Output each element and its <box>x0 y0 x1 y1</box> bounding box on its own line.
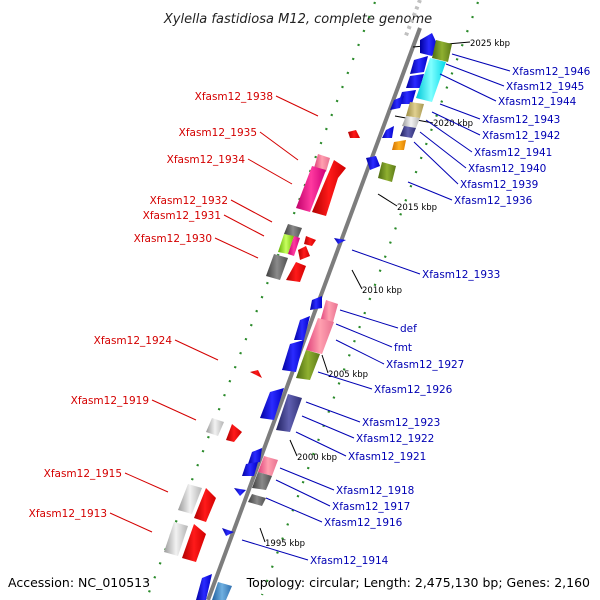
gene-feature <box>250 370 262 378</box>
scale-label: 2000 kbp <box>297 453 337 463</box>
gene-feature <box>312 160 346 216</box>
gene-feature <box>164 522 188 556</box>
gene-feature <box>178 484 202 514</box>
scale-label: 2020 kbp <box>433 119 473 129</box>
gene-label[interactable]: Xfasm12_1914 <box>310 555 389 567</box>
gene-feature <box>298 246 310 260</box>
gene-label[interactable]: Xfasm12_1939 <box>460 179 538 191</box>
gene-label[interactable]: Xfasm12_1943 <box>482 114 560 126</box>
gene-feature <box>306 318 334 354</box>
leader-lines-left <box>109 95 319 533</box>
gene-label[interactable]: def <box>400 323 417 335</box>
gene-label[interactable]: Xfasm12_1917 <box>332 501 410 513</box>
gene-features-reverse <box>196 33 452 600</box>
scale-label: 2005 kbp <box>328 370 368 380</box>
gene-feature <box>194 488 216 522</box>
gene-feature <box>406 102 424 118</box>
gene-feature <box>248 448 262 464</box>
gene-label[interactable]: Xfasm12_1923 <box>362 417 440 429</box>
gene-feature <box>410 56 428 74</box>
scale-label: 1995 kbp <box>265 539 305 549</box>
gene-label[interactable]: Xfasm12_1945 <box>506 81 584 93</box>
gene-feature <box>378 162 396 182</box>
gene-feature <box>400 126 416 138</box>
gene-label[interactable]: Xfasm12_1921 <box>348 451 426 463</box>
map-title: Xylella fastidiosa M12, complete genome <box>163 12 432 27</box>
gene-feature <box>234 488 246 496</box>
gene-feature <box>196 574 212 600</box>
gene-label[interactable]: Xfasm12_1936 <box>454 195 533 207</box>
gene-feature <box>288 236 300 256</box>
gene-label[interactable]: Xfasm12_1922 <box>356 433 434 445</box>
gene-feature <box>260 388 284 420</box>
gene-label[interactable]: Xfasm12_1934 <box>167 154 246 166</box>
gene-label[interactable]: Xfasm12_1941 <box>474 147 552 159</box>
gene-feature <box>402 116 420 128</box>
gene-feature <box>252 472 272 490</box>
gene-feature <box>242 462 258 476</box>
gene-feature <box>226 424 242 442</box>
gene-feature <box>334 238 346 244</box>
scale-label: 2015 kbp <box>397 203 437 213</box>
gene-feature <box>294 316 310 340</box>
outer-track <box>260 1 480 596</box>
gene-label[interactable]: Xfasm12_1938 <box>195 91 273 103</box>
gene-feature <box>286 262 306 282</box>
gene-features-forward <box>164 130 360 562</box>
gene-feature <box>348 130 360 138</box>
gene-feature <box>392 140 406 150</box>
gene-label[interactable]: Xfasm12_1927 <box>386 359 464 371</box>
gene-feature <box>420 33 438 56</box>
gene-feature <box>310 296 322 310</box>
gene-feature <box>276 394 302 432</box>
topology-text: Topology: circular; Length: 2,475,130 bp… <box>246 575 590 590</box>
gene-feature <box>282 340 304 372</box>
gene-feature <box>222 528 234 536</box>
gene-label[interactable]: Xfasm12_1946 <box>512 66 591 78</box>
gene-label[interactable]: Xfasm12_1940 <box>468 163 546 175</box>
inner-track <box>146 1 377 596</box>
gene-feature <box>314 154 330 172</box>
gene-label[interactable]: Xfasm12_1932 <box>150 195 228 207</box>
gene-feature <box>416 58 446 102</box>
scale-label: 2010 kbp <box>362 286 402 296</box>
gene-feature <box>320 300 338 326</box>
gene-feature <box>248 494 266 506</box>
gene-label[interactable]: Xfasm12_1933 <box>422 269 500 281</box>
gene-feature <box>406 74 424 88</box>
gene-label[interactable]: Xfasm12_1913 <box>29 508 107 520</box>
gene-label[interactable]: Xfasm12_1916 <box>324 517 403 529</box>
gene-label[interactable]: Xfasm12_1942 <box>482 130 560 142</box>
gene-label[interactable]: Xfasm12_1930 <box>134 233 212 245</box>
gene-feature <box>182 524 206 562</box>
gene-feature <box>206 418 224 436</box>
gene-feature <box>390 96 404 110</box>
gene-label[interactable]: Xfasm12_1944 <box>498 96 577 108</box>
gene-label[interactable]: fmt <box>394 342 412 354</box>
gene-feature <box>382 126 394 138</box>
gene-feature <box>296 166 326 212</box>
gene-label[interactable]: Xfasm12_1931 <box>143 210 221 222</box>
gene-feature <box>266 254 288 280</box>
gene-feature <box>304 236 316 246</box>
gene-label[interactable]: Xfasm12_1935 <box>179 127 257 139</box>
gene-label[interactable]: Xfasm12_1915 <box>44 468 122 480</box>
gene-feature <box>432 40 452 62</box>
gene-feature <box>284 224 302 238</box>
gene-feature <box>296 350 320 380</box>
gene-feature <box>366 156 380 170</box>
gene-feature <box>258 456 278 476</box>
gene-label[interactable]: Xfasm12_1926 <box>374 384 453 396</box>
gene-feature <box>212 582 232 600</box>
gene-label[interactable]: Xfasm12_1919 <box>71 395 149 407</box>
accession-text: Accession: NC_010513 <box>8 575 150 590</box>
genome-backbone <box>206 27 422 600</box>
gene-label[interactable]: Xfasm12_1918 <box>336 485 414 497</box>
gene-feature <box>278 234 294 254</box>
scale-label: 2025 kbp <box>470 39 510 49</box>
leader-lines-right <box>241 53 511 561</box>
gene-label[interactable]: Xfasm12_1924 <box>94 335 173 347</box>
